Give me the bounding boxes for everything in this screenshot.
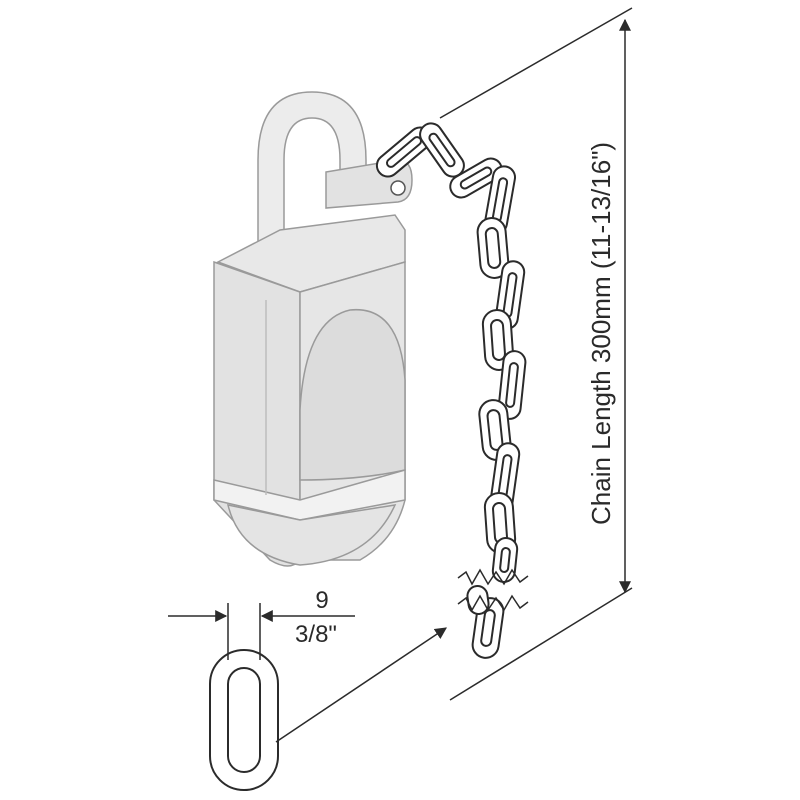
chain-length-label: Chain Length 300mm (11-13/16")	[586, 142, 616, 525]
detail-leader-line	[275, 627, 447, 743]
chain-icon	[375, 122, 527, 659]
link-width-imperial: 3/8"	[295, 621, 337, 648]
lock-band	[213, 469, 406, 521]
shackle	[257, 91, 367, 281]
lock-dome	[299, 309, 406, 481]
chain-length-dimension	[439, 7, 633, 701]
link-width-dimension	[168, 603, 355, 660]
chain-break-marks	[457, 568, 529, 612]
link-width-metric: 9	[315, 587, 328, 614]
padlock-icon	[213, 91, 413, 567]
chain-link-icon	[209, 649, 279, 791]
lock-base	[226, 504, 397, 566]
